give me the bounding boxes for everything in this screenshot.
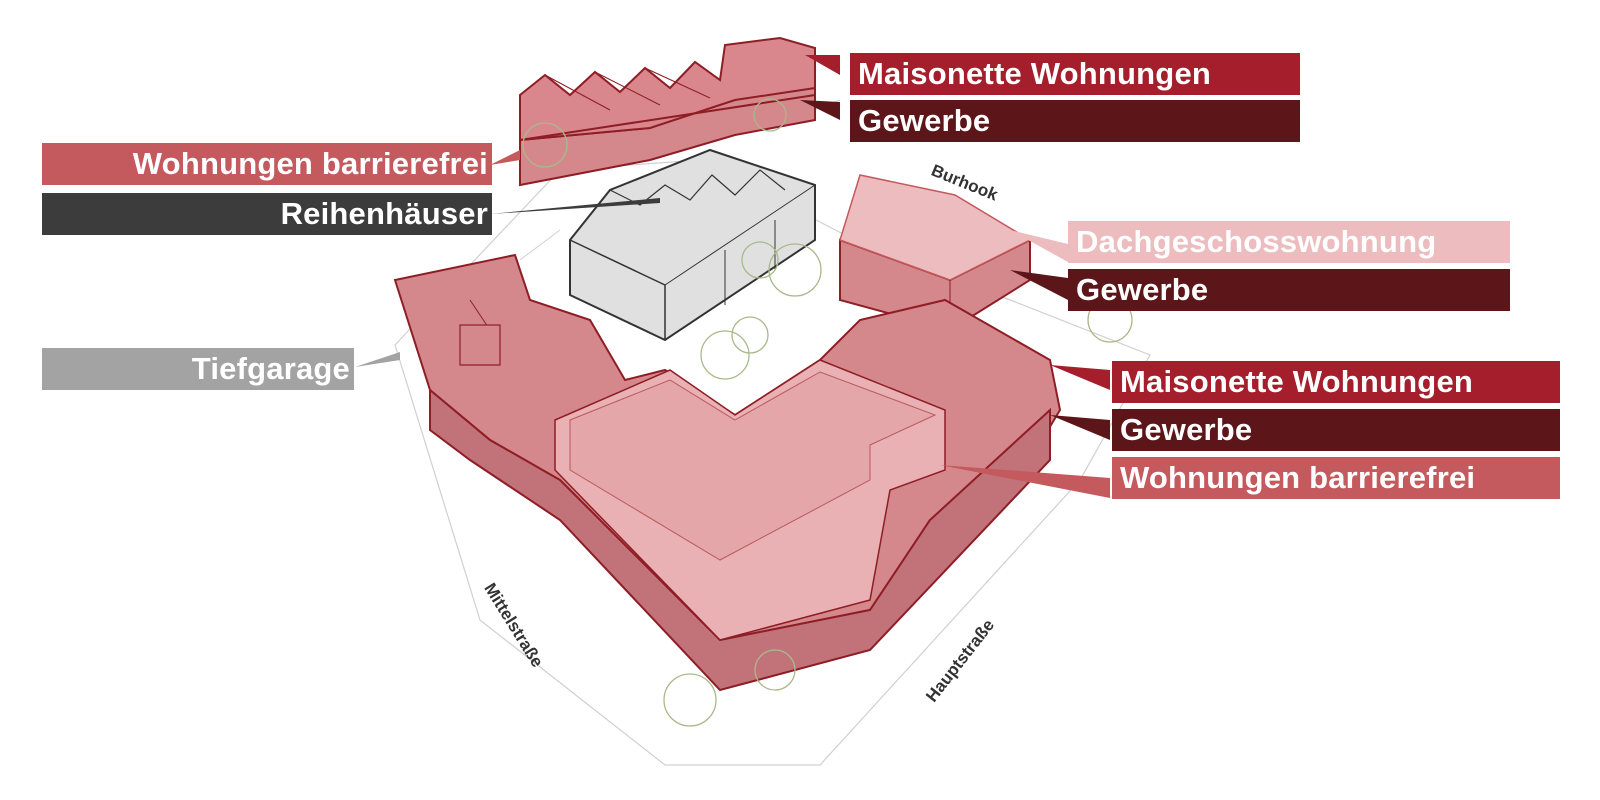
label-left-barrierefrei: Wohnungen barrierefrei — [42, 143, 492, 185]
label-right-dachgeschoss: Dachgeschosswohnung — [1068, 221, 1510, 263]
building-top-north — [519, 36, 816, 187]
building-reihenhaeuser — [569, 148, 816, 342]
label-left-tiefgarage: Tiefgarage — [42, 348, 354, 390]
label-left-reihenhaeuser: Reihenhäuser — [42, 193, 492, 235]
trees — [522, 98, 1133, 727]
site-outline — [394, 159, 1151, 766]
leader-lines — [355, 55, 1110, 498]
site-line — [519, 229, 561, 261]
label-right-barrierefrei: Wohnungen barrierefrei — [1112, 457, 1560, 499]
building-main — [393, 253, 1062, 692]
label-right-gewerbe: Gewerbe — [1068, 269, 1510, 311]
label-right-maisonette: Maisonette Wohnungen — [1112, 361, 1560, 403]
building-burhook — [839, 174, 1032, 332]
label-right-gewerbe-2: Gewerbe — [1112, 409, 1560, 451]
label-top-gewerbe: Gewerbe — [850, 100, 1300, 142]
label-top-maisonette: Maisonette Wohnungen — [850, 53, 1300, 95]
